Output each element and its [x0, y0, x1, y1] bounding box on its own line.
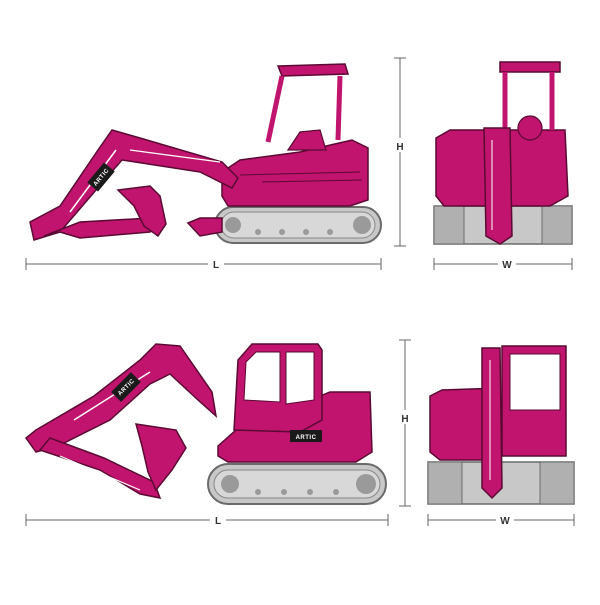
width-dimension-top: W: [433, 256, 573, 271]
height-label: H: [396, 142, 403, 153]
track-assembly: [214, 206, 382, 244]
length-label: L: [213, 260, 219, 271]
height-dimension-top: H: [392, 57, 408, 247]
canopy-excavator-side-view: ARTIC: [29, 63, 382, 244]
brand-label-body: ARTIC: [296, 435, 317, 441]
width-dimension-bottom: W: [427, 512, 575, 527]
cab-excavator-front-view: [427, 345, 575, 505]
cab-excavator-side-view: ARTIC ARTIC: [24, 343, 387, 505]
track-assembly: [207, 463, 387, 505]
width-label: W: [502, 260, 512, 271]
canopy-frame: [265, 63, 349, 143]
width-label: W: [500, 516, 510, 527]
canopy-excavator-front-view: [433, 61, 573, 245]
height-dimension-bottom: H: [397, 339, 413, 507]
length-dimension-bottom: L: [25, 512, 389, 527]
length-label: L: [215, 516, 221, 527]
height-label: H: [401, 414, 408, 425]
length-dimension-top: L: [25, 256, 382, 271]
operator-cab: [233, 343, 323, 433]
